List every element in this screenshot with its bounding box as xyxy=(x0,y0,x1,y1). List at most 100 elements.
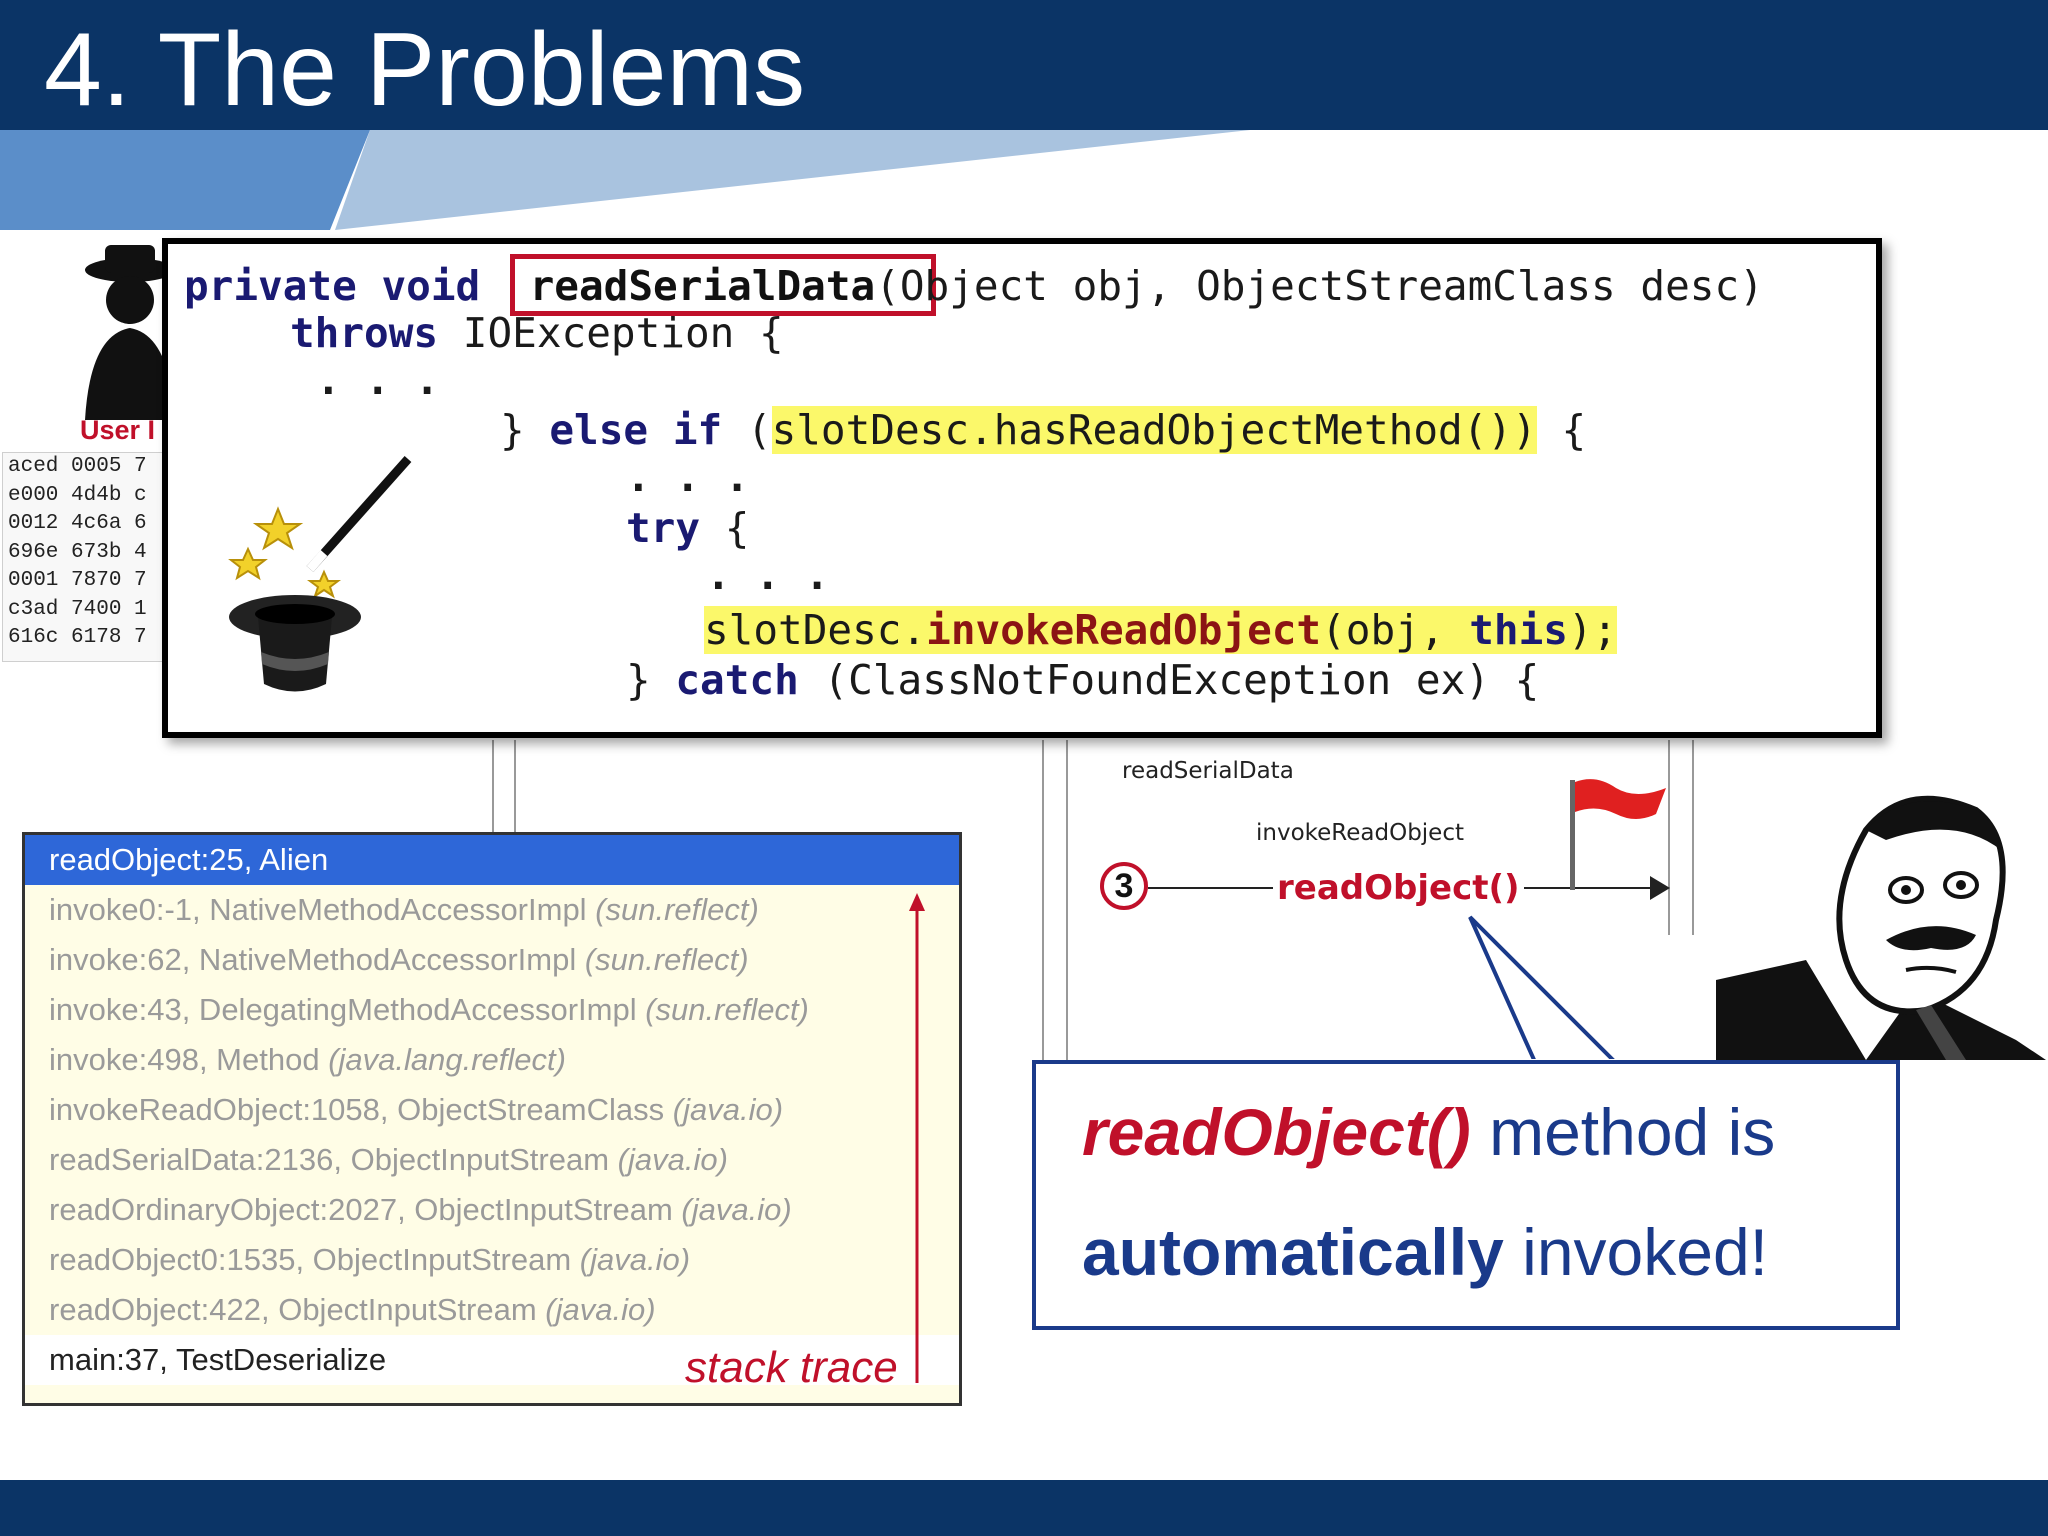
invoke-read-object-label: invokeReadObject xyxy=(1256,820,1464,846)
code-method-name: readSerialData xyxy=(529,262,876,310)
hex-line: e000 4d4b c xyxy=(8,483,147,507)
lifeline xyxy=(514,740,516,835)
stack-frame-method: invokeReadObject:1058, ObjectStreamClass xyxy=(49,1092,673,1127)
code-text: slotDesc. xyxy=(704,606,927,654)
stack-frame-package: (sun.reflect) xyxy=(595,892,759,927)
stack-frame[interactable]: invoke:43, DelegatingMethodAccessorImpl … xyxy=(25,985,959,1035)
callout-line-2: automatically invoked! xyxy=(1082,1214,1768,1290)
code-line-5: . . . xyxy=(626,451,749,503)
code-keyword: else xyxy=(549,406,649,454)
code-line-8: slotDesc.invokeReadObject(obj, this); xyxy=(704,604,1618,656)
code-line-6: try { xyxy=(626,502,749,554)
stack-frame-package: (java.io) xyxy=(672,1092,784,1127)
stack-frame[interactable]: invoke:62, NativeMethodAccessorImpl (sun… xyxy=(25,935,959,985)
code-keyword: void xyxy=(381,262,481,310)
code-line-4: } else if (slotDesc.hasReadObjectMethod(… xyxy=(500,404,1586,456)
hex-line: 616c 6178 7 xyxy=(8,626,147,649)
callout-method-is: method is xyxy=(1470,1095,1776,1169)
stack-frame-package: (sun.reflect) xyxy=(584,942,749,977)
callout-line-1: readObject() method is xyxy=(1082,1094,1775,1170)
read-serial-data-label: readSerialData xyxy=(1122,758,1294,784)
lifeline xyxy=(1668,740,1670,935)
code-line-3: . . . xyxy=(316,354,439,406)
stack-frame-method: invoke:62, NativeMethodAccessorImpl xyxy=(49,942,585,977)
code-highlight: slotDesc.hasReadObjectMethod()) xyxy=(771,406,1537,454)
stack-frame-method: readSerialData:2136, ObjectInputStream xyxy=(49,1142,618,1177)
code-keyword: try xyxy=(626,504,701,552)
hex-line: 0012 4c6a 6 xyxy=(8,512,147,535)
code-snippet-box: private void readSerialData(Object obj, … xyxy=(162,238,1882,738)
hex-line: 696e 673b 4 xyxy=(8,540,147,564)
callout-invoked: invoked! xyxy=(1503,1215,1768,1289)
code-text: } xyxy=(626,656,676,704)
stack-frame[interactable]: readObject:422, ObjectInputStream (java.… xyxy=(25,1285,959,1335)
code-text: { xyxy=(700,504,750,552)
code-line-2: throws IOException { xyxy=(290,307,784,359)
stack-frame-method: readObject0:1535, ObjectInputStream xyxy=(49,1242,580,1277)
stack-frame-package: (java.io) xyxy=(545,1292,656,1327)
lifeline xyxy=(1066,740,1068,1060)
code-line-9: } catch (ClassNotFoundException ex) { xyxy=(626,654,1539,706)
stack-trace-label: stack trace xyxy=(685,1343,898,1392)
stack-frame-package: (java.lang.reflect) xyxy=(328,1042,566,1077)
stack-frame[interactable]: main:37, TestDeserialize xyxy=(25,1335,959,1385)
lifeline xyxy=(1692,740,1694,935)
code-keyword: throws xyxy=(290,309,439,357)
lifeline xyxy=(492,740,494,835)
stack-frame-method: invoke:498, Method xyxy=(49,1042,329,1077)
slide-header: 4. The Problems xyxy=(0,0,2048,130)
stack-frame[interactable]: readObject0:1535, ObjectInputStream (jav… xyxy=(25,1235,959,1285)
code-keyword: if xyxy=(672,406,723,454)
user-input-label: User I xyxy=(80,415,156,445)
stack-frame[interactable]: readOrdinaryObject:2027, ObjectInputStre… xyxy=(25,1185,959,1235)
stack-frame-method: main:37, TestDeserialize xyxy=(49,1342,387,1377)
arrow-head-icon xyxy=(1650,876,1670,900)
stack-frame[interactable]: invoke0:-1, NativeMethodAccessorImpl (su… xyxy=(25,885,959,935)
stack-frame-method: readObject:422, ObjectInputStream xyxy=(49,1292,546,1327)
stack-frame[interactable]: readSerialData:2136, ObjectInputStream (… xyxy=(25,1135,959,1185)
code-text: (ClassNotFoundException ex) { xyxy=(798,656,1540,704)
code-ellipsis: . . . xyxy=(626,453,750,501)
stack-frame-package: (java.io) xyxy=(617,1142,728,1177)
code-ellipsis: . . . xyxy=(706,551,830,599)
code-text: (obj, xyxy=(1321,606,1470,654)
shocked-face-icon xyxy=(1716,795,2046,1060)
hex-dump-panel: aced 0005 7 e000 4d4b c 0012 4c6a 6 696e… xyxy=(2,452,169,662)
stack-frame-package: (sun.reflect) xyxy=(645,992,809,1027)
red-flag-icon xyxy=(1570,779,1666,890)
step-number-badge: 3 xyxy=(1100,862,1148,910)
stack-frame[interactable]: readObject:25, Alien xyxy=(25,835,959,885)
method-highlight-box xyxy=(510,254,936,316)
code-text: ( xyxy=(746,406,772,454)
stack-frame-method: invoke0:-1, NativeMethodAccessorImpl xyxy=(49,892,596,927)
stack-frame-package: (java.io) xyxy=(579,1242,691,1277)
stack-frame-method: readOrdinaryObject:2027, ObjectInputStre… xyxy=(49,1192,682,1227)
callout-automatically: automatically xyxy=(1082,1215,1504,1289)
code-text: { xyxy=(1536,406,1587,454)
stack-trace-panel: readObject:25, Alien invoke0:-1, NativeM… xyxy=(22,832,962,1406)
slide-footer xyxy=(0,1480,2048,1536)
hex-line: c3ad 7400 1 xyxy=(8,597,147,621)
code-text: ); xyxy=(1567,606,1618,654)
code-text: IOException { xyxy=(462,309,784,357)
header-accent-band xyxy=(0,130,1250,230)
code-line-1: private void readSerialData(Object obj, … xyxy=(184,262,1764,310)
callout-tail xyxy=(1468,915,1620,1065)
lifeline xyxy=(1042,740,1044,1060)
code-invoke-method: invokeReadObject xyxy=(926,606,1322,654)
stack-frame[interactable]: invoke:498, Method (java.lang.reflect) xyxy=(25,1035,959,1085)
read-object-call-label: readObject() xyxy=(1273,868,1524,908)
stack-frame-method: readObject:25, Alien xyxy=(49,842,329,877)
stack-frame[interactable]: invokeReadObject:1058, ObjectStreamClass… xyxy=(25,1085,959,1135)
code-keyword: catch xyxy=(675,656,799,704)
slide-title: 4. The Problems xyxy=(44,12,806,128)
code-params: Object obj, ObjectStreamClass desc) xyxy=(899,262,1764,310)
code-keyword: this xyxy=(1469,606,1568,654)
callout-box: readObject() method is automatically inv… xyxy=(1032,1060,1900,1330)
code-text: } xyxy=(500,406,550,454)
hex-line: 0001 7870 7 xyxy=(8,569,147,592)
hex-line: aced 0005 7 xyxy=(8,455,147,478)
magic-hat-icon xyxy=(228,456,412,692)
stack-frame-method: invoke:43, DelegatingMethodAccessorImpl xyxy=(49,992,646,1027)
code-ellipsis: . . . xyxy=(316,356,440,404)
